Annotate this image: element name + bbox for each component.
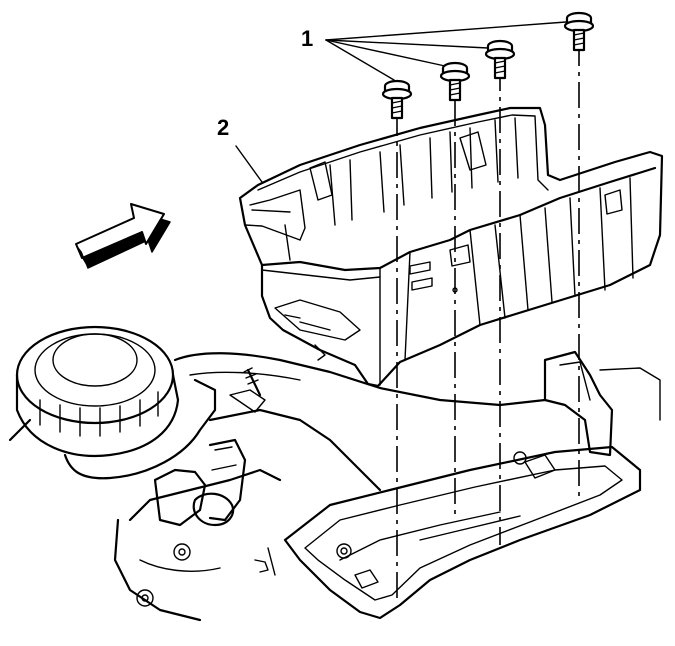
bolts [381, 11, 595, 120]
leader-lines [235, 21, 567, 183]
bolt-b [439, 61, 471, 102]
battery-tray-base [283, 445, 642, 620]
fastener-paths [396, 40, 580, 600]
callout-label-1: 1 [301, 26, 314, 51]
bolt-d [563, 11, 595, 52]
bolt-a [381, 79, 413, 120]
front-direction-arrow-icon [75, 203, 171, 269]
strut-tower [8, 325, 217, 480]
rear-bracket [543, 350, 661, 457]
battery-tray [238, 106, 664, 388]
bolt-c [484, 39, 516, 80]
body-panel [113, 352, 547, 622]
callout-label-2: 2 [217, 115, 230, 140]
